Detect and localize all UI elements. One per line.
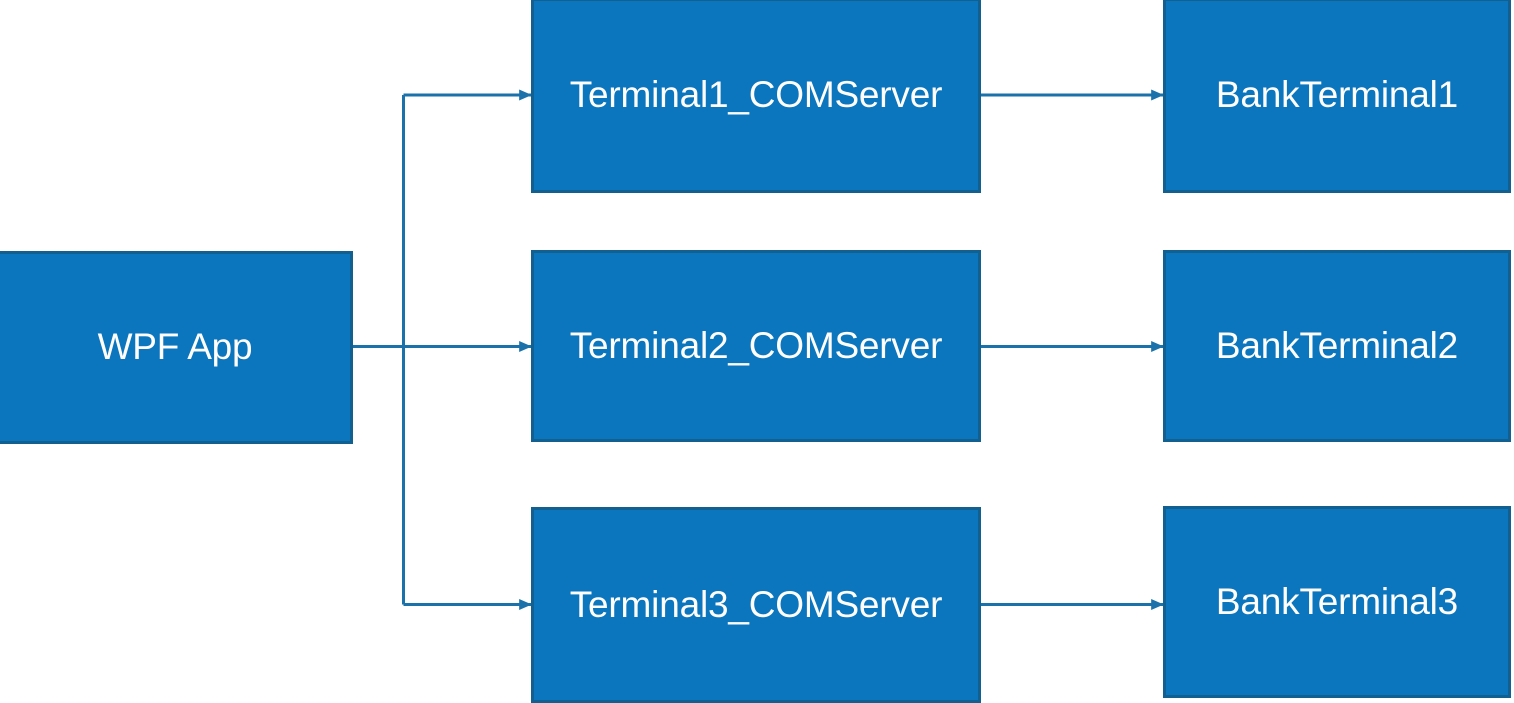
node-terminal3-comserver-label: Terminal3_COMServer — [569, 583, 943, 625]
node-terminal1-comserver-label: Terminal1_COMServer — [569, 74, 943, 116]
node-bank-terminal1[interactable]: BankTerminal1 — [1163, 0, 1511, 193]
node-terminal2-comserver[interactable]: Terminal2_COMServer — [531, 250, 981, 442]
node-terminal3-comserver[interactable]: Terminal3_COMServer — [531, 507, 981, 703]
node-terminal2-comserver-label: Terminal2_COMServer — [569, 324, 943, 366]
node-bank-terminal3-label: BankTerminal3 — [1215, 580, 1459, 622]
node-terminal1-comserver[interactable]: Terminal1_COMServer — [531, 0, 981, 193]
node-bank-terminal2-label: BankTerminal2 — [1215, 324, 1459, 366]
node-wpf-app-label: WPF App — [97, 326, 253, 368]
node-bank-terminal3[interactable]: BankTerminal3 — [1163, 506, 1511, 698]
node-bank-terminal1-label: BankTerminal1 — [1215, 74, 1459, 116]
node-wpf-app[interactable]: WPF App — [0, 251, 353, 444]
node-bank-terminal2[interactable]: BankTerminal2 — [1163, 250, 1511, 442]
